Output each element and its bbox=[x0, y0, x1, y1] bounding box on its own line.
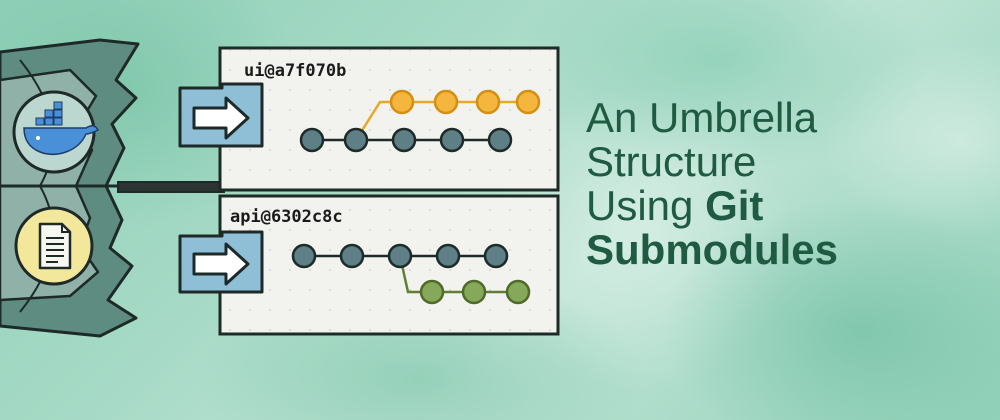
panel-label-ui: ui@a7f070b bbox=[244, 61, 346, 81]
commit-node bbox=[475, 89, 501, 115]
headline-line-3-prefix: Using bbox=[586, 182, 706, 229]
commit-node bbox=[299, 127, 325, 153]
headline-line-2: Structure bbox=[586, 138, 757, 185]
commit-node bbox=[439, 127, 465, 153]
headline-line-3: Using Git bbox=[586, 184, 986, 228]
commit-node bbox=[487, 127, 513, 153]
commit-node bbox=[433, 89, 459, 115]
commit-nodes-ui-branch bbox=[389, 89, 541, 115]
commit-nodes-ui-main bbox=[299, 127, 513, 153]
commit-node bbox=[389, 89, 415, 115]
commit-node bbox=[419, 279, 445, 305]
arrow-right-icon bbox=[178, 230, 264, 294]
commit-node bbox=[435, 243, 461, 269]
headline-line-4-bold: Submodules bbox=[586, 226, 839, 273]
commit-nodes-api-branch bbox=[419, 279, 531, 305]
commit-node bbox=[343, 127, 369, 153]
headline: An Umbrella Structure Using Git Submodul… bbox=[586, 96, 986, 272]
headline-line-3-bold: Git bbox=[705, 182, 764, 229]
commit-nodes-api-main bbox=[291, 243, 509, 269]
panel-ui: ui@a7f070b bbox=[178, 46, 560, 192]
commit-node bbox=[483, 243, 509, 269]
arrow-right-icon bbox=[178, 82, 264, 148]
commit-node bbox=[387, 243, 413, 269]
commit-node bbox=[515, 89, 541, 115]
commit-node bbox=[339, 243, 365, 269]
headline-line-4: Submodules bbox=[586, 228, 986, 272]
panel-label-api: api@6302c8c bbox=[230, 207, 343, 227]
commit-node bbox=[391, 127, 417, 153]
document-icon bbox=[14, 206, 94, 286]
commit-node bbox=[291, 243, 317, 269]
commit-node bbox=[461, 279, 487, 305]
headline-line-1: An Umbrella bbox=[586, 94, 818, 141]
panel-api: api@6302c8c bbox=[178, 194, 560, 336]
docker-icon bbox=[12, 90, 100, 174]
commit-node bbox=[505, 279, 531, 305]
